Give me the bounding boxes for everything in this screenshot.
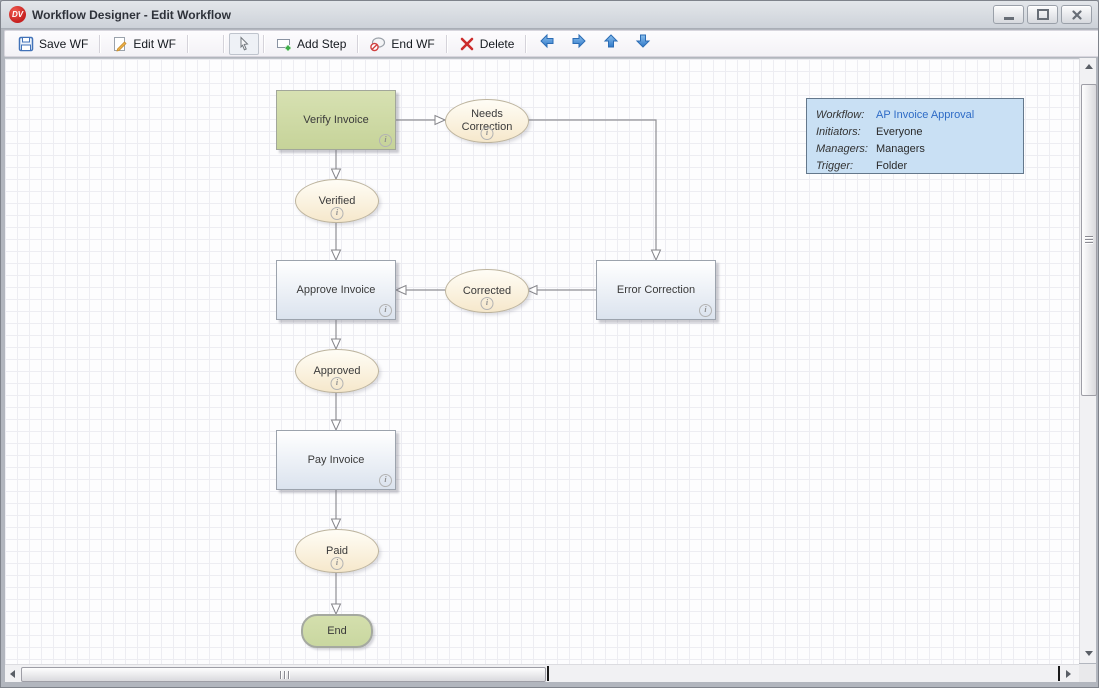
window-title: Workflow Designer - Edit Workflow — [32, 7, 231, 22]
delete-icon — [460, 37, 474, 50]
info-icon[interactable] — [699, 304, 712, 317]
step-approve-invoice[interactable]: Approve Invoice — [276, 260, 396, 320]
add-step-label: Add Step — [297, 36, 347, 51]
app-logo-icon: DV — [9, 6, 26, 23]
horizontal-scrollbar-thumb[interactable] — [21, 667, 546, 682]
step-error-correction[interactable]: Error Correction — [596, 260, 716, 320]
end-wf-button[interactable]: End WF — [363, 33, 441, 55]
info-row-workflow: Workflow: AP Invoice Approval — [816, 106, 1023, 123]
nav-up-button[interactable] — [598, 30, 624, 57]
toolbar-separator — [445, 34, 448, 53]
state-needs-correction[interactable]: Needs Correction — [445, 99, 529, 143]
end-wf-label: End WF — [391, 36, 435, 51]
step-label: Error Correction — [616, 283, 696, 296]
info-icon[interactable] — [480, 297, 494, 310]
step-label: Verify Invoice — [303, 113, 369, 126]
workflow-info-panel: Workflow: AP Invoice Approval Initiators… — [806, 98, 1024, 174]
edit-wf-button[interactable]: Edit WF — [105, 33, 183, 55]
info-icon[interactable] — [480, 127, 494, 140]
vertical-scrollbar-thumb[interactable] — [1081, 84, 1097, 396]
nav-right-button[interactable] — [566, 30, 592, 57]
thumb-grip — [1085, 236, 1093, 245]
arrow-left-icon — [540, 33, 554, 49]
info-icon[interactable] — [330, 207, 344, 220]
initiators-value: Everyone — [876, 125, 923, 138]
arrow-down-icon — [636, 34, 651, 48]
info-icon[interactable] — [379, 304, 392, 317]
toolbar-separator — [99, 34, 102, 53]
info-icon[interactable] — [379, 134, 392, 147]
step-pay-invoice[interactable]: Pay Invoice — [276, 430, 396, 490]
toolbar-separator — [357, 34, 360, 53]
window-controls — [993, 5, 1092, 24]
pointer-tool-button[interactable] — [229, 32, 260, 55]
info-icon[interactable] — [330, 377, 344, 390]
info-icon[interactable] — [379, 474, 392, 487]
maximize-icon — [1036, 9, 1049, 20]
toolbar-separator — [525, 34, 528, 53]
workflow-connectors — [330, 114, 662, 616]
close-icon — [1071, 9, 1082, 20]
info-row-trigger: Trigger: Folder — [816, 157, 1023, 174]
state-corrected[interactable]: Corrected — [445, 269, 529, 313]
cursor-icon — [240, 35, 249, 50]
edit-icon — [114, 36, 127, 52]
delete-label: Delete — [479, 36, 515, 51]
workflow-label: Workflow: — [816, 108, 865, 121]
scroll-left-arrow[interactable] — [10, 670, 15, 678]
scrollbar-tick — [547, 666, 549, 681]
step-label: Approve Invoice — [296, 283, 376, 296]
managers-label: Managers: — [816, 142, 868, 155]
horizontal-scrollbar[interactable] — [5, 664, 1079, 682]
trigger-label: Trigger: — [816, 159, 854, 172]
minimize-icon — [1003, 16, 1014, 20]
thumb-grip — [279, 671, 291, 679]
end-wf-icon — [370, 36, 386, 51]
minimize-button[interactable] — [993, 5, 1024, 24]
state-approved[interactable]: Approved — [295, 349, 379, 393]
save-wf-label: Save WF — [39, 36, 89, 51]
nav-down-button[interactable] — [630, 30, 656, 57]
nav-left-button[interactable] — [534, 30, 560, 57]
scroll-right-arrow[interactable] — [1066, 670, 1071, 678]
step-label: Pay Invoice — [307, 453, 365, 466]
state-label: Corrected — [462, 284, 512, 297]
state-paid[interactable]: Paid — [295, 529, 379, 573]
state-label: Approved — [313, 364, 361, 377]
toolbar-separator — [223, 34, 226, 53]
state-verified[interactable]: Verified — [295, 179, 379, 223]
managers-value: Managers — [876, 142, 925, 155]
toolbar-separator — [187, 34, 190, 53]
trigger-value: Folder — [876, 159, 908, 172]
info-row-initiators: Initiators: Everyone — [816, 123, 1023, 140]
scrollbar-corner — [1079, 664, 1096, 682]
scrollbar-tick — [1058, 666, 1060, 681]
step-verify-invoice[interactable]: Verify Invoice — [276, 90, 396, 150]
edit-wf-label: Edit WF — [133, 36, 177, 51]
add-step-icon — [277, 38, 292, 51]
info-icon[interactable] — [330, 557, 344, 570]
arrow-right-icon — [572, 33, 587, 49]
end-label: End — [327, 624, 347, 637]
arrow-up-icon — [604, 34, 619, 48]
add-step-button[interactable]: Add Step — [269, 33, 353, 55]
scroll-down-arrow[interactable] — [1085, 651, 1093, 656]
vertical-scrollbar[interactable] — [1079, 58, 1097, 663]
toolbar-separator — [263, 34, 266, 53]
titlebar[interactable]: DV Workflow Designer - Edit Workflow — [1, 1, 1098, 29]
scroll-up-arrow[interactable] — [1085, 64, 1093, 69]
delete-button[interactable]: Delete — [452, 33, 522, 55]
initiators-label: Initiators: — [816, 125, 861, 138]
info-row-managers: Managers: Managers — [816, 140, 1023, 157]
save-wf-button[interactable]: Save WF — [11, 33, 95, 55]
node-end[interactable]: End — [301, 614, 373, 648]
save-icon — [18, 36, 34, 51]
state-label: Verified — [318, 194, 356, 207]
workflow-name-link[interactable]: AP Invoice Approval — [876, 108, 975, 121]
workflow-canvas[interactable]: Verify Invoice Needs Correction Verified… — [5, 58, 1079, 664]
maximize-button[interactable] — [1027, 5, 1058, 24]
close-button[interactable] — [1061, 5, 1092, 24]
state-label: Paid — [325, 544, 349, 557]
toolbar: Save WF Edit WF Add Step — [4, 30, 1098, 57]
